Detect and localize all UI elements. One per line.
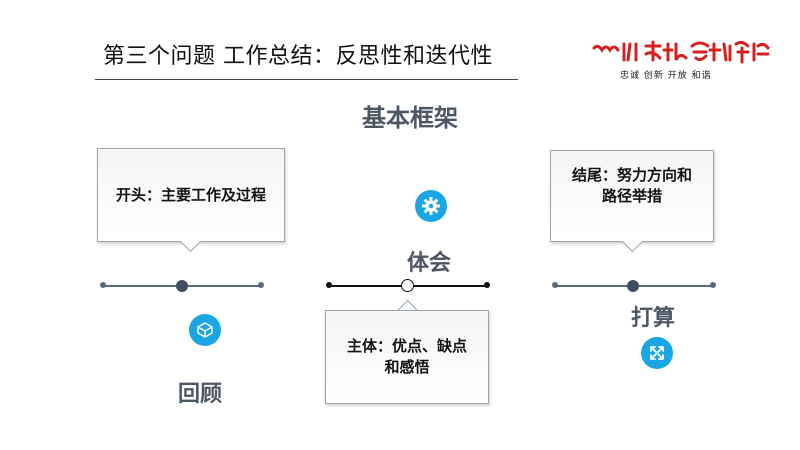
timeline-middle-end-dot — [484, 282, 490, 288]
callout-ending-line1: 结尾：努力方向和 — [571, 166, 692, 184]
timeline-left-start-dot — [100, 282, 106, 288]
label-experience: 体会 — [406, 251, 451, 276]
code-icon — [189, 314, 221, 346]
institution-logo: 忠诚 创新 开放 和谐 — [590, 38, 770, 86]
timeline-right-start-dot — [552, 282, 558, 288]
expand-icon — [641, 337, 673, 369]
logo-slogan: 忠诚 创新 开放 和谐 — [620, 71, 712, 81]
timeline-right-marker — [627, 280, 639, 292]
callout-opening: 开头：主要工作及过程 — [97, 148, 285, 242]
timeline-middle-start-dot — [326, 282, 332, 288]
callout-body-line1: 主体：优点、缺点 — [346, 337, 467, 355]
callout-opening-text: 开头：主要工作及过程 — [115, 185, 266, 204]
gear-icon — [415, 190, 447, 222]
callout-body: 主体：优点、缺点 和感悟 — [325, 310, 489, 404]
slide-title: 第三个问题 工作总结：反思性和迭代性 — [103, 44, 493, 69]
framework-title: 基本框架 — [362, 104, 458, 132]
timeline-left-end-dot — [258, 282, 264, 288]
title-underline — [95, 79, 518, 80]
label-review: 回顾 — [177, 382, 222, 407]
timeline-right-end-dot — [710, 282, 716, 288]
timeline-middle-marker — [401, 279, 414, 292]
timeline-left-marker — [176, 280, 188, 292]
label-plan: 打算 — [630, 306, 675, 331]
logo-calligraphy — [592, 40, 770, 64]
callout-ending-line2: 路径举措 — [601, 187, 662, 205]
callout-body-line2: 和感悟 — [384, 358, 430, 376]
callout-ending: 结尾：努力方向和 路径举措 — [550, 150, 714, 242]
